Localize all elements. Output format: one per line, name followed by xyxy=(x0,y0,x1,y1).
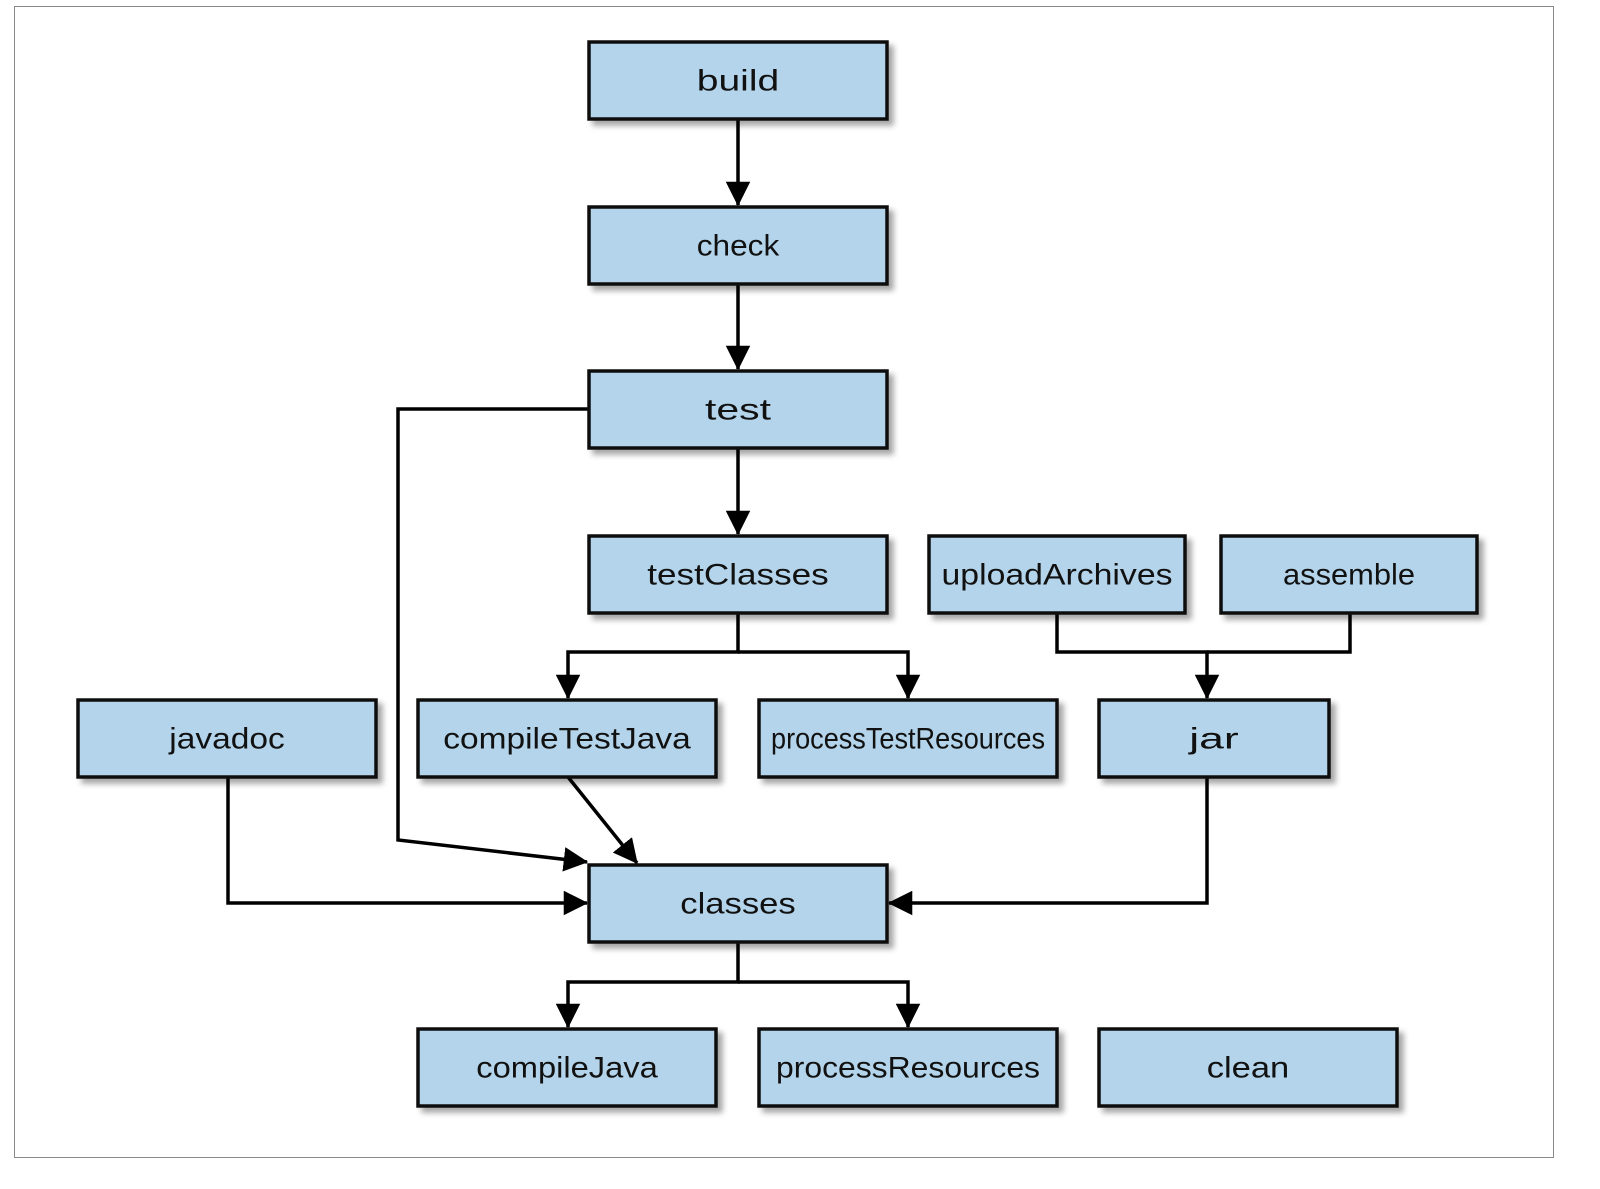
node-label: test xyxy=(705,393,772,426)
node-label: assemble xyxy=(1283,558,1415,591)
node-compileJava: compileJava xyxy=(416,1027,718,1108)
node-box xyxy=(76,698,378,779)
node-jar: jar xyxy=(1097,698,1331,779)
node-box xyxy=(587,40,889,121)
node-label: classes xyxy=(680,887,796,920)
node-label: uploadArchives xyxy=(942,558,1173,591)
node-check: check xyxy=(587,205,889,286)
node-clean: clean xyxy=(1097,1027,1399,1108)
node-build: build xyxy=(587,40,889,121)
node-box xyxy=(587,534,889,615)
node-assemble: assemble xyxy=(1219,534,1479,615)
node-compileTestJava: compileTestJava xyxy=(416,698,718,779)
node-test: test xyxy=(587,369,889,450)
node-box xyxy=(757,698,1059,779)
node-box xyxy=(757,1027,1059,1108)
node-label: check xyxy=(697,229,781,262)
edge-javadoc-to-classes xyxy=(226,777,589,916)
node-label: compileTestJava xyxy=(443,722,691,755)
node-processTestResources: processTestResources xyxy=(757,698,1059,779)
node-box xyxy=(587,205,889,286)
node-box xyxy=(416,1027,718,1108)
node-box xyxy=(416,698,718,779)
edge-jar-to-classes xyxy=(887,777,1209,916)
node-processResources: processResources xyxy=(757,1027,1059,1108)
edge-classes-to-compileJava xyxy=(555,942,740,1029)
edge-testClasses-to-processTestResources xyxy=(738,650,921,700)
node-label: processResources xyxy=(776,1051,1040,1084)
node-uploadArchives: uploadArchives xyxy=(927,534,1187,615)
nodes-layer: build check test testClasses uploadArchives a… xyxy=(76,40,1479,1108)
node-box xyxy=(1097,1027,1399,1108)
edge-testClasses-to-compileTestJava xyxy=(555,613,740,700)
edge-classes-to-processResources xyxy=(738,980,921,1029)
diagram-frame xyxy=(14,6,1554,1158)
node-label: jar xyxy=(1188,722,1239,755)
node-javadoc: javadoc xyxy=(76,698,378,779)
edge-uploadArchives-to-jar xyxy=(1055,613,1220,700)
node-box xyxy=(587,863,889,944)
node-label: processTestResources xyxy=(771,722,1045,755)
node-box xyxy=(587,369,889,450)
node-box xyxy=(1097,698,1331,779)
node-label: compileJava xyxy=(476,1051,658,1084)
node-box xyxy=(1219,534,1479,615)
edge-test-to-classes xyxy=(396,407,589,872)
node-box xyxy=(927,534,1187,615)
edges-layer xyxy=(226,119,1352,1029)
node-label: testClasses xyxy=(647,558,829,591)
node-label: build xyxy=(697,64,780,97)
node-label: javadoc xyxy=(168,722,285,755)
node-label: clean xyxy=(1207,1051,1290,1084)
node-testClasses: testClasses xyxy=(587,534,889,615)
edge-assemble-to-jar xyxy=(1207,613,1352,654)
edge-compileTestJava-to-classes xyxy=(566,775,639,865)
node-classes: classes xyxy=(587,863,889,944)
